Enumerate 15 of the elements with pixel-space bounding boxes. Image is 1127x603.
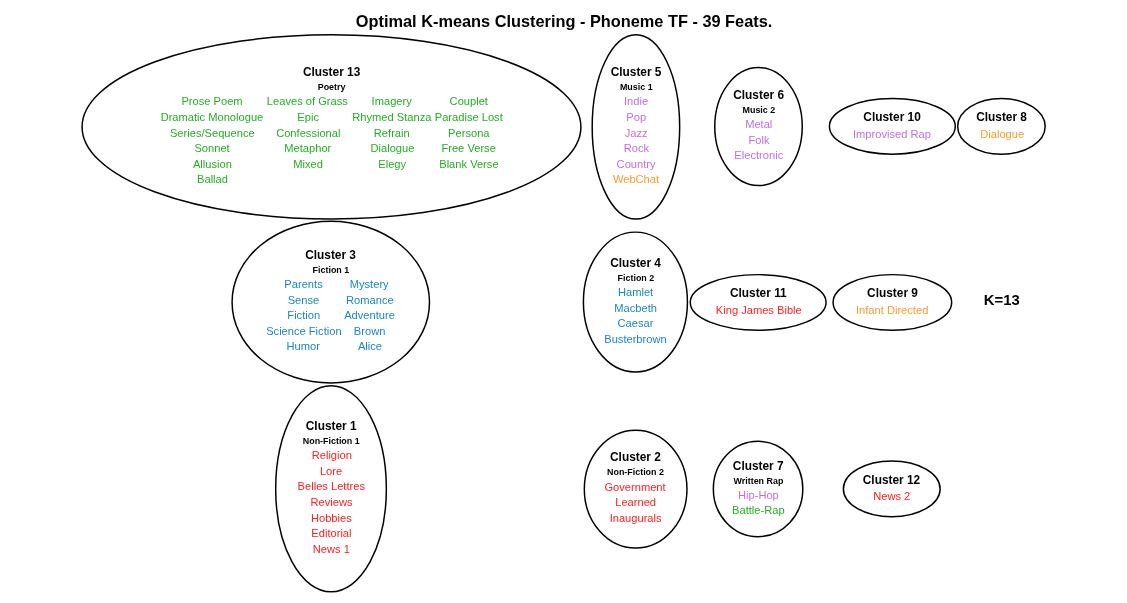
node-ellipse: Cluster 4 Fiction 2 Hamlet Macbeth Caesar Busterbrown [582, 231, 689, 373]
node-ellipse: Cluster 3 Fiction 1 Parents Mystery Sense Romance Fiction Adventure Science Fiction Brown Humor Alice [231, 220, 431, 384]
label: K=13 [983, 292, 1020, 309]
node-ellipse: Cluster 13 Poetry Prose Poem Leaves of Grass Imagery Couplet Dramatic Monologue Epic Rhymed Stanza Paradise Lost Series/Sequence Confessional Refrain Persona Sonnet Metaphor Dialogue Free Verse Allusion Mixed Elegy Blank Verse Ballad [81, 34, 582, 220]
node-ellipse: Cluster 2 Non-Fiction 2 Government Learned Inaugurals [583, 429, 688, 549]
node-ellipse: Cluster 12 News 2 [842, 460, 941, 518]
node-ellipse: Cluster 11 King James Bible [689, 273, 827, 331]
node-ellipse: Cluster 10 Improvised Rap [828, 97, 956, 155]
node-ellipse: Cluster 6 Music 2 Metal Folk Electronic [714, 66, 803, 187]
node-circle: Cluster 7 Written Rap Hip-Hop Battle-Rap [712, 440, 804, 538]
node-ellipse: Cluster 1 Non-Fiction 1 Religion Lore Belles Lettres Reviews Hobbies Editorial News 1 [274, 385, 388, 593]
diagram-title: Optimal K-means Clustering - Phoneme TF - 39 Feats. [355, 11, 773, 30]
node-ellipse: Cluster 8 Dialogue [956, 97, 1046, 155]
node-ellipse: Cluster 5 Music 1 Indie Pop Jazz Rock Country WebChat [591, 34, 681, 220]
node-ellipse: Cluster 9 Infant Directed [832, 273, 953, 331]
